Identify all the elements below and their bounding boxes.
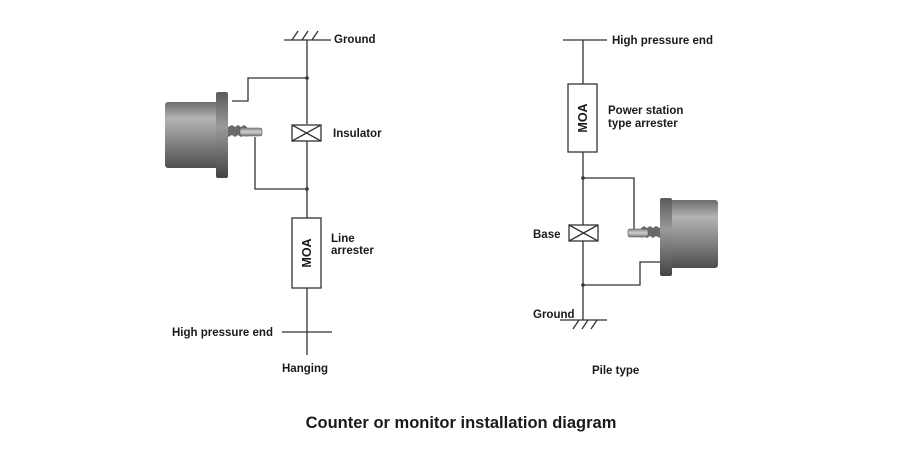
ground-symbol-icon — [284, 30, 331, 41]
pile-arrester-label-2: type arrester — [608, 118, 678, 130]
pile-arrester-label-1: Power station — [608, 105, 683, 117]
hanging-diagram: Ground Insulator MOA Line arrester High … — [165, 30, 382, 375]
hanging-arrester-label-1: Line — [331, 233, 355, 245]
counter-top-wire — [232, 77, 307, 102]
hanging-ground-label: Ground — [334, 34, 376, 46]
moa-arrester-icon: MOA — [291, 217, 322, 289]
pile-hp-label: High pressure end — [612, 35, 713, 47]
insulator-icon — [568, 224, 599, 242]
hanging-insulator-label: Insulator — [333, 128, 382, 140]
insulator-icon — [291, 124, 322, 142]
counter-device-icon — [627, 198, 718, 276]
hanging-hp-label: High pressure end — [172, 327, 273, 339]
hanging-moa-text: MOA — [300, 238, 314, 267]
counter-bottom-wire — [254, 137, 307, 190]
counter-top-wire — [583, 177, 635, 232]
hanging-caption: Hanging — [282, 363, 328, 375]
pile-caption: Pile type — [592, 365, 639, 377]
moa-arrester-icon: MOA — [567, 83, 598, 153]
pile-ground-label: Ground — [533, 309, 575, 321]
pile-diagram: High pressure end MOA Power station type… — [533, 35, 718, 377]
pile-moa-text: MOA — [576, 103, 590, 132]
counter-device-icon — [165, 92, 263, 178]
ground-symbol-icon — [560, 319, 607, 330]
counter-bottom-wire — [583, 261, 660, 286]
pile-base-label: Base — [533, 229, 561, 241]
hanging-arrester-label-2: arrester — [331, 245, 374, 257]
diagram-title: Counter or monitor installation diagram — [306, 414, 617, 432]
